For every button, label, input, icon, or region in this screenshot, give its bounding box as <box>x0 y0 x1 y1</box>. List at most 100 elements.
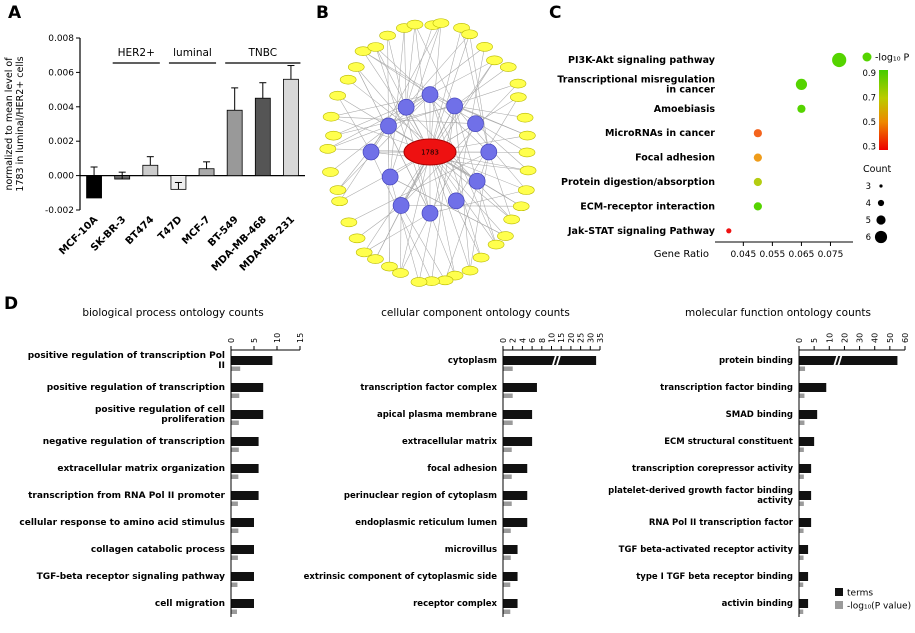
category-label: transcription factor binding <box>660 383 793 393</box>
count-dot <box>879 184 883 188</box>
edge <box>327 125 389 150</box>
pathway-label: Transcriptional misregulation <box>557 74 715 85</box>
x-tick-label: 15 <box>296 333 305 343</box>
pathway-dot <box>795 78 808 90</box>
count-tick-label: 5 <box>866 216 871 226</box>
x-tick-label: 5 <box>810 338 819 343</box>
category-label: focal adhesion <box>427 464 497 474</box>
edge <box>444 151 490 281</box>
edge <box>429 94 497 245</box>
edge <box>429 94 528 136</box>
term-bar <box>799 599 809 608</box>
category-label: microvillus <box>445 545 497 555</box>
edge <box>429 151 456 276</box>
hub-gene-node <box>421 204 439 222</box>
x-tick-label: 40 <box>871 333 880 343</box>
pvalue-bar <box>231 555 238 560</box>
colorbar-tick-label: 0.7 <box>862 94 876 104</box>
edge <box>429 151 471 271</box>
edge <box>370 151 432 282</box>
edge <box>400 151 431 274</box>
target-gene-node <box>461 29 478 40</box>
x-tick-label: 35 <box>596 333 605 343</box>
term-bar <box>231 437 259 446</box>
pvalue-bar <box>231 366 241 371</box>
pvalue-bar <box>503 474 512 479</box>
term-bar <box>799 545 809 554</box>
pathway-dot <box>753 202 762 211</box>
category-label: ECM structural constituent <box>664 437 793 447</box>
term-bar <box>503 491 528 500</box>
term-bar <box>503 545 518 554</box>
colorbar-tick-label: 0.3 <box>862 143 876 153</box>
term-bar <box>231 356 273 365</box>
pvalue-bar <box>503 501 512 506</box>
edge <box>431 105 455 282</box>
panel-label-a: A <box>8 3 22 23</box>
edge <box>475 123 529 171</box>
pathway-label: ECM-receptor interaction <box>580 201 715 212</box>
y-tick-label: 0.006 <box>48 68 74 78</box>
chart-title: biological process ontology counts <box>82 307 263 319</box>
y-axis-title: normalized to mean level of <box>4 57 15 191</box>
edge <box>406 60 495 108</box>
edge <box>333 94 431 136</box>
edge <box>364 212 431 253</box>
target-gene-node <box>392 268 409 278</box>
target-gene-node <box>472 252 490 263</box>
edge <box>429 151 506 237</box>
pvalue-bar <box>503 555 511 560</box>
target-gene-node <box>510 92 527 102</box>
x-tick-label: 0 <box>499 338 508 343</box>
cell-line-bar-chart: -0.0020.0000.0020.0040.0060.008MCF-10ASK… <box>4 34 305 274</box>
axis-break <box>832 353 839 368</box>
network-edges <box>327 22 529 283</box>
edge <box>362 50 455 107</box>
edge <box>389 176 420 283</box>
x-tick-label: 25 <box>577 333 586 343</box>
x-tick-label: 60 <box>901 333 910 343</box>
pathway-enrichment-dot-plot: PI3K-Akt signaling pathwayTranscriptiona… <box>557 52 910 260</box>
axis-break <box>551 353 558 368</box>
x-tick-label: 20 <box>840 333 849 343</box>
pvalue-bar <box>503 393 513 398</box>
term-bar <box>503 356 597 365</box>
pvalue-bar <box>231 420 239 425</box>
pathway-dot <box>797 104 806 113</box>
category-label: positive regulation of transcription <box>47 383 225 393</box>
edge <box>429 34 470 153</box>
pathway-label: Jak-STAT signaling Pathway <box>567 226 716 237</box>
pathway-label: Focal adhesion <box>635 153 715 164</box>
category-label: cellular response to amino acid stimulus <box>19 518 225 528</box>
x-tick-label: 30 <box>856 333 865 343</box>
category-label: TGF-beta receptor signaling pathway <box>37 572 226 582</box>
target-gene-node <box>367 42 385 52</box>
target-gene-node <box>347 62 365 72</box>
target-gene-node <box>381 261 398 272</box>
axis-break <box>555 353 562 368</box>
category-label: negative regulation of transcription <box>43 437 225 447</box>
edge <box>327 106 407 150</box>
edge <box>331 94 431 117</box>
pvalue-bar <box>231 528 239 533</box>
x-tick-label: 50 <box>886 333 895 343</box>
pathway-dot <box>753 177 762 187</box>
term-bar <box>799 437 815 446</box>
edge <box>375 46 431 214</box>
target-gene-node <box>516 112 534 123</box>
category-label: activin binding <box>722 599 793 609</box>
x-tick-label: 0.055 <box>759 250 785 260</box>
edge <box>404 28 407 108</box>
target-gene-node <box>319 144 337 154</box>
category-label: activity <box>757 496 793 506</box>
term-bar <box>231 545 254 554</box>
x-tick-label: 0 <box>227 338 236 343</box>
group-label: HER2+ <box>118 47 155 59</box>
bar <box>198 168 215 177</box>
hub-gene-node <box>467 115 484 133</box>
pathway-dot <box>753 129 762 138</box>
edge <box>454 105 526 118</box>
legend-color-title: -log₁₀ P <box>875 53 910 64</box>
term-bar <box>503 518 528 527</box>
x-tick-label: 6 <box>528 338 537 343</box>
